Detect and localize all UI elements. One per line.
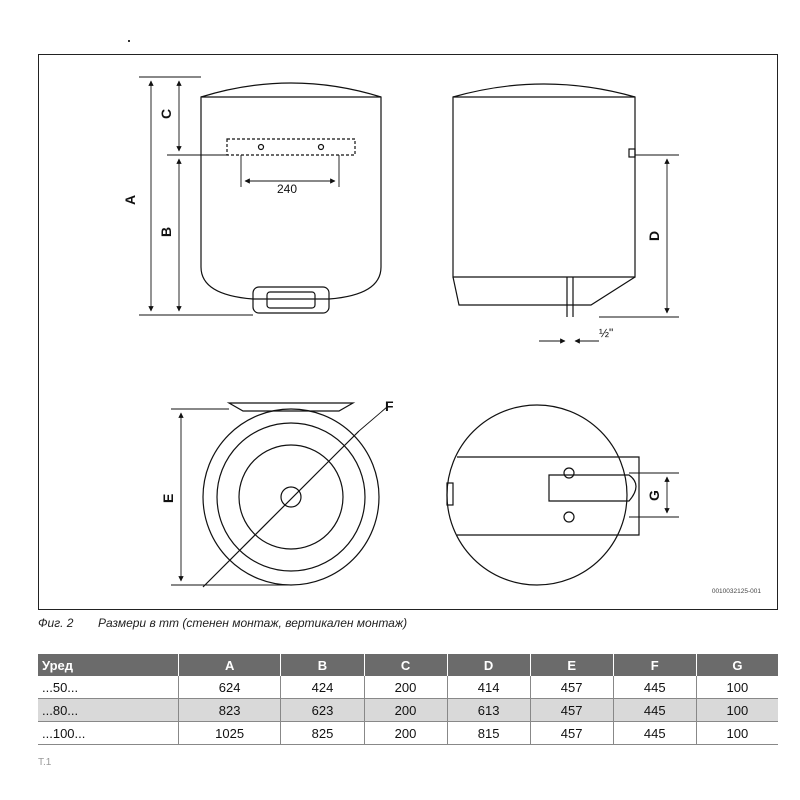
table-cell: 445 — [612, 676, 697, 699]
table-cell: 457 — [529, 721, 614, 745]
table-cell: 200 — [363, 721, 448, 745]
table-cell: 100 — [695, 676, 778, 699]
label-D: D — [646, 231, 662, 241]
label-B: B — [158, 227, 174, 237]
header-cell: G — [695, 654, 778, 676]
table-cell: ...80... — [38, 698, 179, 722]
label-C: C — [158, 109, 174, 119]
table-cell: 825 — [280, 721, 364, 745]
figure-caption: Фиг. 2 Размери в mm (стенен монтаж, верти… — [38, 616, 407, 630]
table-header-row: Уред A B C D E F G — [38, 654, 778, 676]
top-view-side — [446, 404, 640, 586]
dimensions-table: Уред A B C D E F G ...50... 624 424 200 … — [38, 654, 778, 745]
table-cell: 823 — [177, 698, 281, 722]
table-cell: 445 — [612, 698, 697, 722]
table-cell: 445 — [612, 721, 697, 745]
table-cell: 200 — [363, 698, 448, 722]
header-cell: B — [280, 654, 364, 676]
table-row: ...100... 1025 825 200 815 457 445 100 — [38, 721, 778, 745]
table-cell: 414 — [446, 676, 531, 699]
technical-drawing: A C B D E F G 240 ½" — [122, 76, 679, 588]
header-cell: C — [363, 654, 448, 676]
header-cell: F — [612, 654, 697, 676]
dims-front — [139, 76, 340, 316]
table-cell: 613 — [446, 698, 531, 722]
header-cell: A — [177, 654, 281, 676]
header-cell: Уред — [38, 654, 179, 676]
trailing-text: Т.1 — [38, 757, 52, 768]
table-cell: 623 — [280, 698, 364, 722]
figure-id: 0010032125-001 — [711, 588, 761, 595]
table-cell: 424 — [280, 676, 364, 699]
label-pipe: ½" — [599, 326, 613, 340]
label-A: A — [122, 195, 138, 205]
front-view — [200, 82, 382, 314]
label-F: F — [385, 398, 394, 414]
table-cell: ...50... — [38, 676, 179, 699]
table-cell: 1025 — [177, 721, 281, 745]
table-cell: 100 — [695, 721, 778, 745]
caption-text: Размери в mm (стенен монтаж, вертикален … — [98, 616, 408, 630]
stray-dot — [128, 40, 130, 42]
table-cell: 200 — [363, 676, 448, 699]
table-row: ...80... 823 623 200 613 457 445 100 — [38, 698, 778, 722]
top-view-front — [202, 402, 380, 588]
dims-top-right — [629, 472, 679, 518]
table-cell: 815 — [446, 721, 531, 745]
dimension-drawing: A C B D E F G 240 ½" 0010032125-001 — [38, 54, 778, 610]
dims-top — [171, 406, 388, 586]
label-G: G — [646, 490, 662, 501]
header-cell: E — [529, 654, 614, 676]
label-E: E — [160, 494, 176, 503]
table-cell: 457 — [529, 676, 614, 699]
label-240: 240 — [277, 182, 297, 196]
dims-side — [539, 154, 679, 344]
caption-number: Фиг. 2 — [38, 616, 74, 630]
table-cell: 100 — [695, 698, 778, 722]
table-row: ...50... 624 424 200 414 457 445 100 — [38, 676, 778, 699]
table-cell: 624 — [177, 676, 281, 699]
table-cell: ...100... — [38, 721, 179, 745]
side-view — [452, 83, 636, 317]
table-cell: 457 — [529, 698, 614, 722]
header-cell: D — [446, 654, 531, 676]
